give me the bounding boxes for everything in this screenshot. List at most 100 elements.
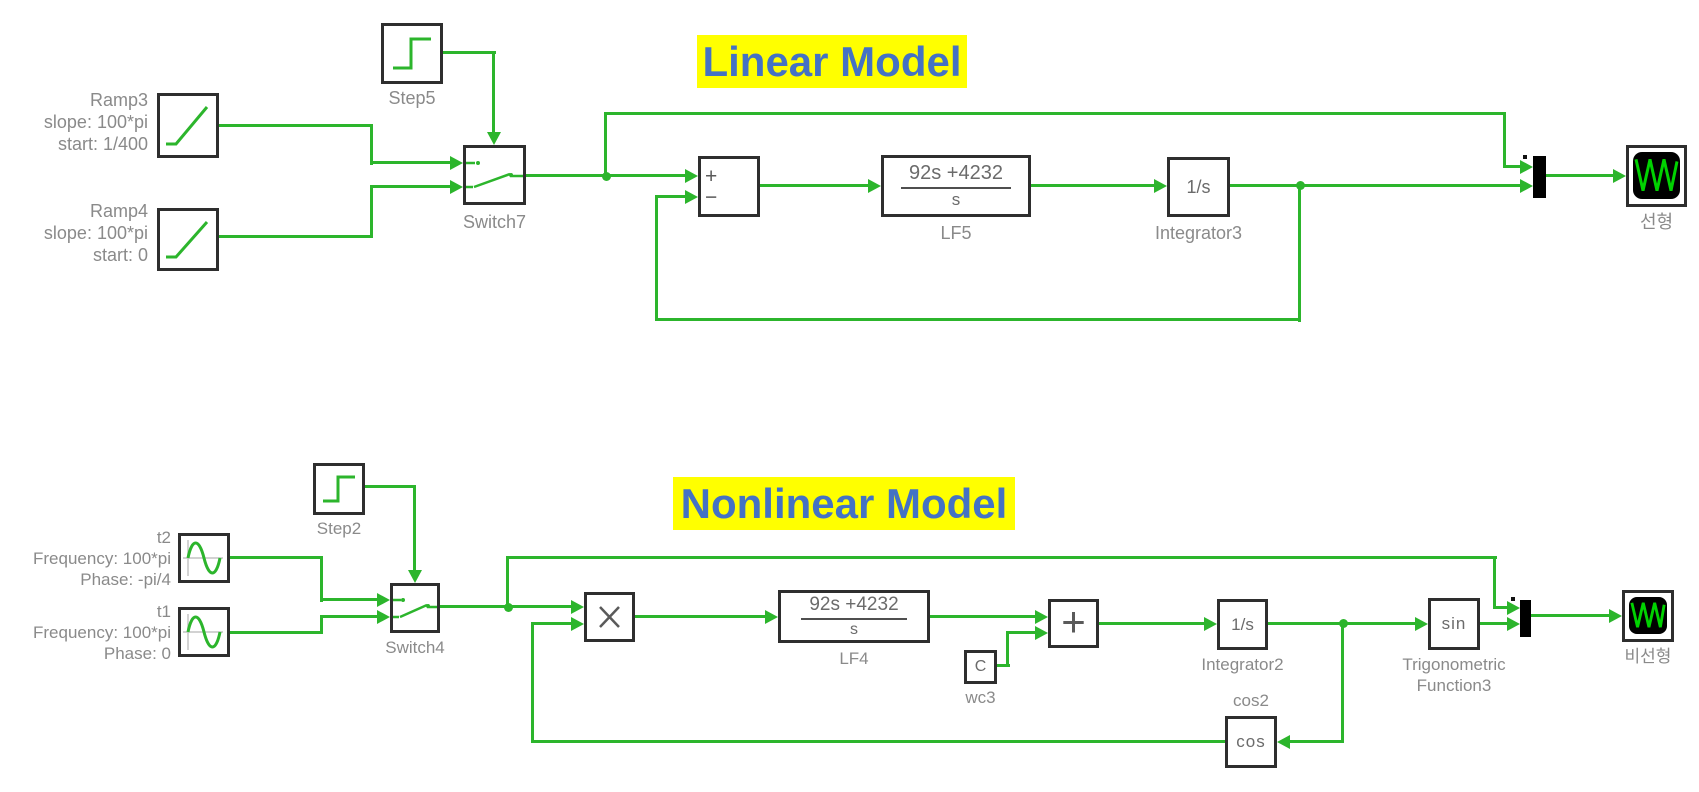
wire xyxy=(531,740,1226,743)
switch7-block[interactable] xyxy=(463,145,526,205)
step5-block[interactable] xyxy=(381,23,443,84)
lf5-label: LF5 xyxy=(940,223,972,243)
lf5-transfer-fcn-block[interactable]: 92s +4232 s xyxy=(881,155,1031,217)
wire xyxy=(219,235,373,238)
wire xyxy=(230,631,323,634)
mux-block[interactable] xyxy=(1533,156,1546,198)
step-icon xyxy=(393,37,431,70)
wire xyxy=(320,615,378,618)
sine-wave-icon xyxy=(183,540,223,576)
scope-screen xyxy=(1629,597,1667,634)
scope-waveform-icon xyxy=(1634,158,1679,192)
wire xyxy=(604,112,607,176)
arrowhead xyxy=(1415,617,1428,631)
wire xyxy=(230,556,323,559)
mux-dot xyxy=(1511,597,1515,601)
ramp4-block[interactable] xyxy=(157,208,219,271)
scope-waveform-icon xyxy=(1630,602,1666,628)
wire xyxy=(1006,631,1037,634)
step2-label: Step2 xyxy=(316,519,362,538)
product-block[interactable] xyxy=(584,592,635,642)
cos-block[interactable]: cos xyxy=(1225,716,1277,768)
wire xyxy=(1298,184,1301,322)
wire xyxy=(531,622,534,743)
wire xyxy=(506,556,1497,559)
t2-label: t2 Frequency: 100*pi Phase: -pi/4 xyxy=(33,528,171,589)
scope-linear-label: 선형 xyxy=(1639,212,1674,232)
wire xyxy=(1503,112,1506,168)
wire xyxy=(1341,622,1344,743)
wire xyxy=(1098,622,1206,625)
wire xyxy=(320,556,323,602)
wire xyxy=(370,185,373,238)
ramp3-block[interactable] xyxy=(157,93,219,158)
wire xyxy=(492,51,495,133)
integrator3-block[interactable]: 1/s xyxy=(1167,157,1230,217)
t2-sine-block[interactable] xyxy=(178,533,230,583)
sum-block-nonlinear[interactable]: + xyxy=(1048,597,1099,648)
wire xyxy=(655,195,686,198)
tf-numerator: 92s +4232 xyxy=(901,162,1011,189)
product-icon xyxy=(599,606,620,628)
wire xyxy=(1545,174,1615,177)
step2-block[interactable] xyxy=(313,463,365,515)
wire xyxy=(1503,165,1521,168)
wire xyxy=(929,615,1037,618)
switch7-label: Switch7 xyxy=(462,212,527,232)
nonlinear-model-title: Nonlinear Model xyxy=(673,477,1015,530)
trig-function-block[interactable]: sin xyxy=(1428,598,1480,650)
wire xyxy=(370,124,373,165)
sum-block-linear[interactable]: + − xyxy=(698,156,760,217)
arrowhead xyxy=(1520,179,1533,193)
arrowhead xyxy=(868,179,881,193)
wire xyxy=(219,124,373,127)
wire xyxy=(1006,631,1009,667)
arrowhead xyxy=(1520,160,1533,174)
t1-sine-block[interactable] xyxy=(178,607,230,657)
wire xyxy=(1030,184,1155,187)
step5-label: Step5 xyxy=(388,88,436,108)
wire xyxy=(635,615,767,618)
wire xyxy=(1530,614,1610,617)
mux-dot xyxy=(1523,155,1527,159)
scope-nonlinear-block[interactable] xyxy=(1622,590,1674,642)
integrator2-block[interactable]: 1/s xyxy=(1217,599,1268,650)
arrowhead xyxy=(571,600,584,614)
linear-model-title: Linear Model xyxy=(697,35,967,88)
switch4-block[interactable] xyxy=(390,583,440,633)
ramp-icon xyxy=(166,221,209,259)
t1-label: t1 Frequency: 100*pi Phase: 0 xyxy=(33,602,171,663)
arrowhead xyxy=(450,156,463,170)
arrowhead xyxy=(1613,169,1626,183)
arrowhead xyxy=(1204,617,1217,631)
arrowhead xyxy=(1507,617,1520,631)
wire xyxy=(1288,740,1344,743)
integrator2-label: Integrator2 xyxy=(1201,655,1284,674)
scope-screen xyxy=(1633,152,1680,199)
arrowhead xyxy=(685,169,698,183)
mux-block[interactable] xyxy=(1520,600,1531,637)
tf-numerator: 92s +4232 xyxy=(801,594,907,620)
switch-icon xyxy=(466,161,523,189)
wire xyxy=(531,622,572,625)
arrowhead xyxy=(571,617,584,631)
switch4-label: Switch4 xyxy=(385,638,445,657)
ramp4-label: Ramp4 slope: 100*pi start: 0 xyxy=(43,201,148,265)
wire xyxy=(370,161,452,164)
wire xyxy=(759,184,869,187)
sine-wave-icon xyxy=(183,614,223,650)
arrowhead xyxy=(1609,609,1622,623)
scope-linear-block[interactable] xyxy=(1626,145,1687,207)
wire xyxy=(605,174,686,177)
wire xyxy=(1229,184,1521,187)
lf4-transfer-fcn-block[interactable]: 92s +4232 s xyxy=(778,590,930,643)
scope-nonlinear-label: 비선형 xyxy=(1624,647,1672,666)
step-icon xyxy=(323,475,355,503)
trig-function-label: Trigonometric Function3 xyxy=(1402,655,1506,695)
plus-sign: + xyxy=(1061,597,1086,645)
wc3-constant-block[interactable]: C xyxy=(964,650,997,684)
wire xyxy=(320,615,323,634)
arrowhead xyxy=(377,610,390,624)
wire xyxy=(413,485,416,572)
